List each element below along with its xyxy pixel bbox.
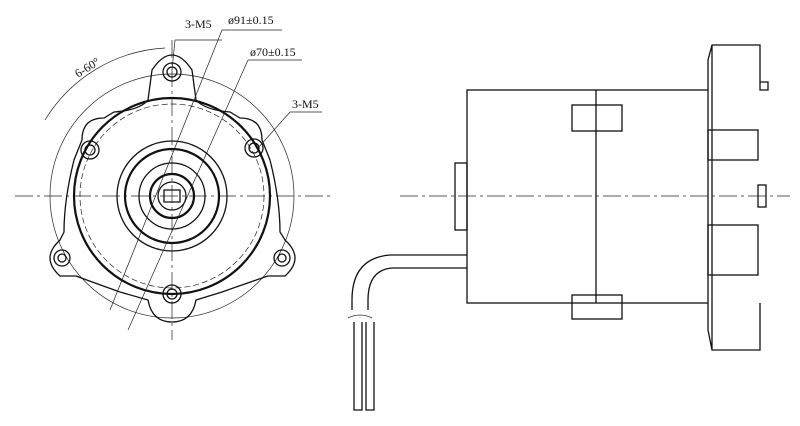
hub-ring: [123, 147, 221, 245]
flange-outline: [49, 54, 296, 323]
label-angle: 6-60°: [72, 54, 102, 80]
leader-d70: [127, 59, 249, 331]
hub-inner: [138, 162, 206, 230]
mounting-holes: [53, 62, 291, 304]
mount-hole: [273, 249, 291, 267]
mount-hole: [80, 140, 100, 160]
pump-port-upper: [707, 129, 759, 161]
shaft-boss: [454, 162, 468, 231]
bolt-circle: [49, 73, 295, 319]
shaft-flat: [163, 189, 181, 203]
wire-leads: [353, 322, 375, 411]
hub-outer: [116, 140, 228, 252]
break-line: [347, 314, 373, 319]
angle-dimension-arc: [44, 47, 166, 121]
label-3m5-side: 3-M5: [292, 97, 319, 111]
housing-ring: [72, 96, 272, 296]
pump-head: [707, 44, 769, 351]
top-clip: [571, 104, 623, 132]
label-d70: ø70±0.15: [250, 45, 296, 59]
leader-3m5-top: [171, 39, 176, 71]
pump-port-lower: [707, 224, 759, 276]
pump-nipple: [757, 184, 767, 208]
shaft: [157, 181, 187, 211]
leader-3m5-side: [257, 111, 291, 149]
leader-d91: [109, 29, 223, 311]
wire-lower: [367, 267, 467, 301]
mount-hole: [244, 138, 264, 158]
label-3m5-top: 3-M5: [185, 17, 212, 31]
shaft-collar: [148, 172, 196, 220]
motor-body: [466, 89, 709, 304]
pilot-diameter: [79, 103, 265, 289]
bottom-clip: [571, 294, 623, 320]
side-view: [347, 44, 790, 411]
mount-hole: [162, 284, 182, 304]
wire-upper: [351, 254, 467, 301]
label-d91: ø91±0.15: [228, 13, 274, 27]
front-view: 3-M5 ø91±0.15 ø70±0.15 3-M5 6-60°: [15, 13, 330, 340]
mount-hole: [53, 249, 71, 267]
